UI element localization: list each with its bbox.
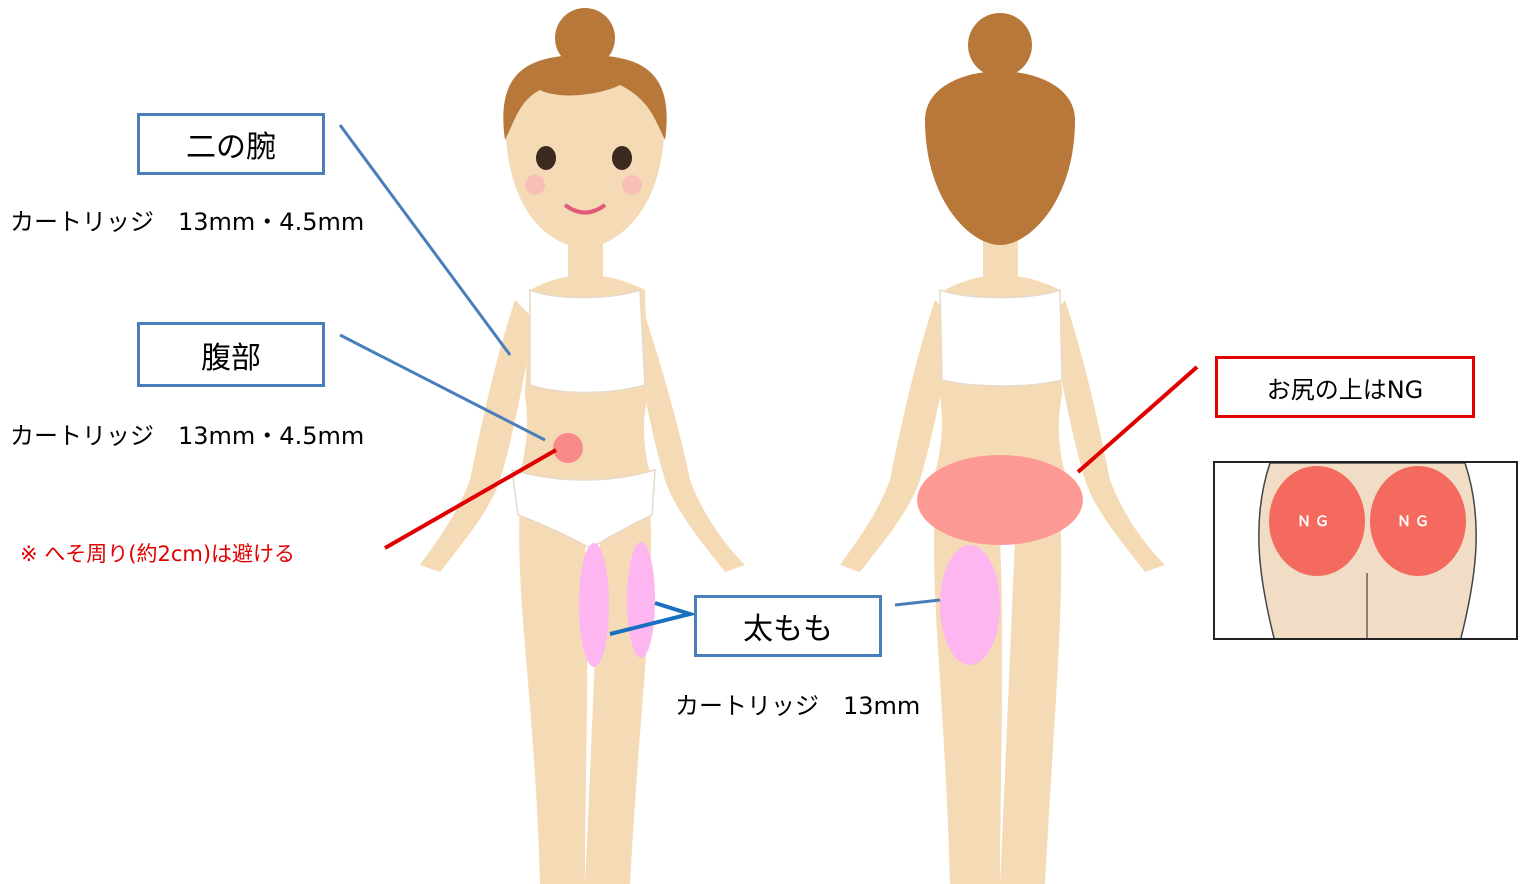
upper-arm-cartridge-spec: カートリッジ 13mm・4.5mm [10,202,364,237]
upper-arm-label: 二の腕 [137,113,325,175]
back-figure [840,13,1165,884]
ng-right-label: ＮＧ [1397,511,1433,531]
navel-zone [553,433,583,463]
buttock-illustration [1215,463,1518,640]
upper-arm-connector [340,125,510,355]
thigh-cartridge-spec: カートリッジ 13mm [675,686,920,721]
thigh-label: 太もも [694,595,882,657]
thigh-zone-back [940,545,1000,665]
thigh-zone-right-front [579,543,609,667]
thigh-zone-left-front [627,542,655,658]
navel-warning-text: ※ へそ周り(約2cm)は避ける [20,538,295,568]
buttock-ng-inset: ＮＧ ＮＧ [1213,461,1518,640]
abdomen-label: 腹部 [137,322,325,387]
ng-left-label: ＮＧ [1297,511,1333,531]
abdomen-cartridge-spec: カートリッジ 13mm・4.5mm [10,416,364,451]
buttock-ng-zone [917,455,1083,545]
buttock-ng-label: お尻の上はNG [1215,356,1475,418]
thigh-back-connector [895,600,940,605]
